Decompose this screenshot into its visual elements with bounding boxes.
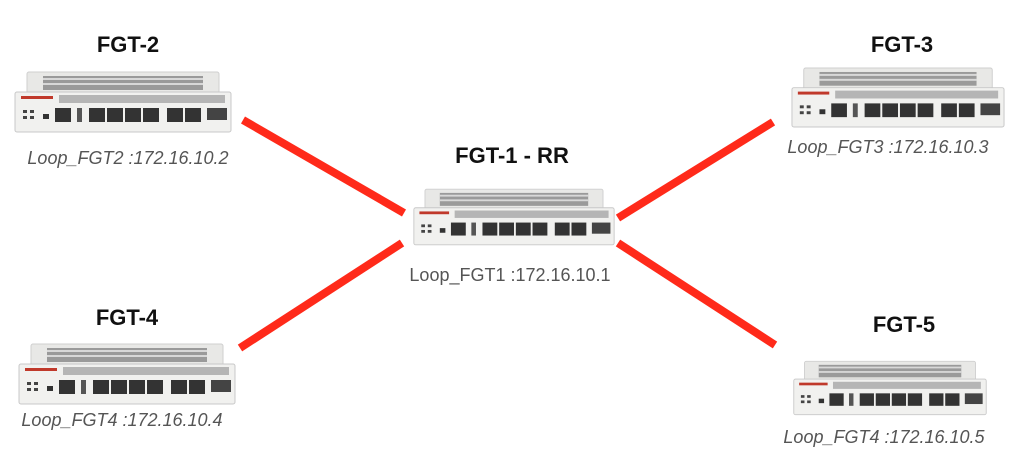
link-fgt1-fgt4 — [237, 239, 405, 352]
firewall-device-icon — [412, 186, 616, 248]
link-fgt1-fgt5 — [615, 239, 778, 349]
firewall-device-icon — [792, 357, 988, 419]
loopback-label-fgt1: Loop_FGT1 :172.16.10.1 — [409, 265, 611, 285]
loopback-label-fgt5: Loop_FGT4 :172.16.10.5 — [783, 427, 985, 447]
link-fgt1-fgt2 — [240, 116, 407, 217]
loopback-label-fgt4: Loop_FGT4 :172.16.10.4 — [21, 410, 223, 430]
firewall-device-icon — [790, 66, 1006, 129]
device-title-fgt3: FGT-3 — [870, 32, 934, 57]
firewall-device-icon — [12, 70, 234, 134]
link-fgt1-fgt3 — [615, 118, 776, 222]
loopback-label-fgt3: Loop_FGT3 :172.16.10.3 — [787, 137, 989, 157]
firewall-device-icon — [16, 342, 238, 406]
device-title-fgt5: FGT-5 — [872, 312, 936, 337]
loopback-label-fgt2: Loop_FGT2 :172.16.10.2 — [27, 148, 229, 168]
device-title-fgt1: FGT-1 - RR — [455, 143, 569, 168]
device-title-fgt4: FGT-4 — [95, 305, 159, 330]
device-title-fgt2: FGT-2 — [96, 32, 160, 57]
